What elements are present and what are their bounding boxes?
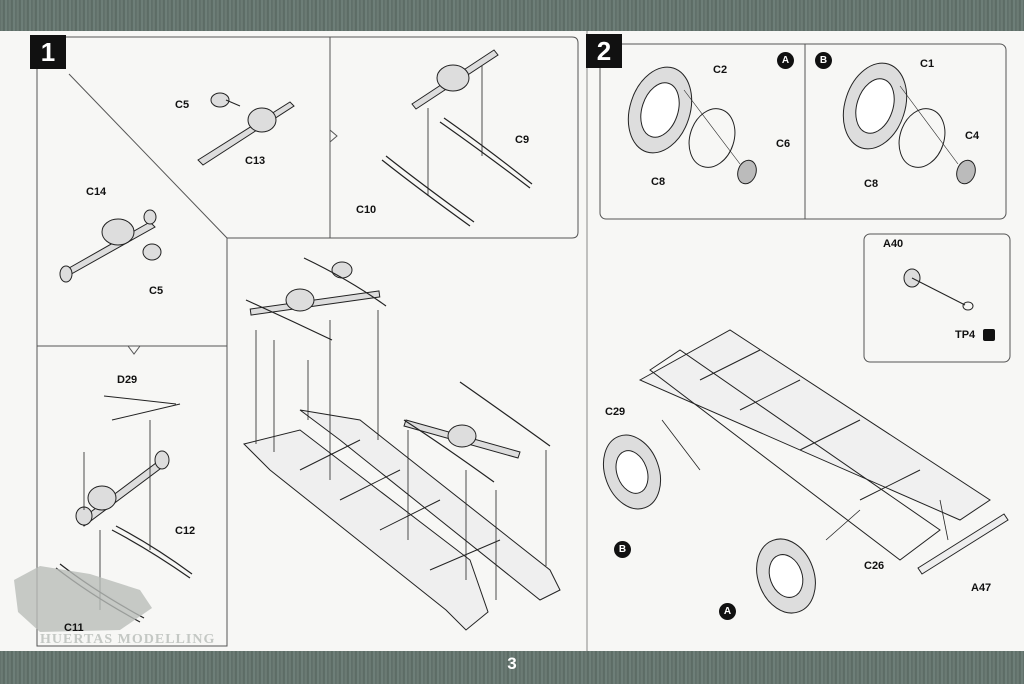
label-c10: C10 [356, 204, 377, 216]
label-c11: C11 [64, 622, 84, 634]
step2-wheel-panel-border [599, 43, 1007, 220]
step1-frame-guide-lines [255, 310, 547, 600]
glue-icon [983, 329, 995, 341]
step1-notch-right [329, 129, 338, 143]
label-c8-a: C8 [651, 176, 666, 188]
step1-notch [127, 345, 141, 355]
step1-frame-front-axle [403, 419, 521, 459]
step1-guide-lines-top [427, 66, 483, 196]
label-tp4: TP4 [955, 329, 976, 341]
step2-wheel-a-mounted [756, 538, 816, 614]
step-1-badge: 1 [30, 35, 66, 69]
page-number: 3 [507, 654, 517, 673]
label-c5-bottom: C5 [149, 285, 164, 297]
step2-chassis-frame [638, 329, 991, 561]
label-a40: A40 [883, 238, 904, 250]
step1-top-right-panel-border [330, 36, 579, 239]
step1-top-left-panel-border [36, 36, 331, 647]
label-d29: D29 [117, 374, 138, 386]
step2-wheel-b-mounted [602, 434, 662, 510]
step1-rear-axle-top [411, 49, 499, 110]
step2-wheel-b-parts [842, 62, 976, 185]
marker-a-wheel: A [719, 603, 736, 620]
label-c2: C2 [713, 64, 728, 76]
step2-wheel-a-parts [627, 66, 757, 185]
label-c8-b: C8 [864, 178, 879, 190]
step1-diagonal-divider [68, 73, 228, 239]
step1-frame-springs-lower [403, 381, 551, 483]
marker-b-panel: B [815, 52, 832, 69]
watermark-text: HUERTAS MODELLING [40, 632, 216, 647]
step1-leaf-springs-top [381, 117, 533, 227]
label-a47: A47 [971, 582, 992, 594]
step2-a40-part [903, 268, 974, 311]
label-c5-top: C5 [175, 99, 190, 111]
label-c13: C13 [245, 155, 266, 167]
step1-axle-c14 [59, 209, 162, 283]
step1-chassis-frame [243, 409, 561, 631]
step1-axle-c13 [197, 92, 295, 166]
label-c1: C1 [920, 58, 935, 70]
label-c12: C12 [175, 525, 196, 537]
step1-front-axle-assembly [75, 395, 181, 527]
step2-a47-bumper [917, 513, 1009, 575]
top-color-band [0, 0, 1024, 31]
step-2-badge: 2 [586, 34, 622, 68]
label-c29: C29 [605, 406, 626, 418]
label-c14: C14 [86, 186, 107, 198]
label-c9: C9 [515, 134, 530, 146]
bottom-color-band [0, 651, 1024, 684]
marker-b-wheel: B [614, 541, 631, 558]
step1-frame-springs-upper [245, 257, 387, 341]
step2-detail-panel-border [863, 233, 1011, 363]
step1-frame-rear-axle [249, 261, 381, 316]
label-c26: C26 [864, 560, 885, 572]
watermark-silhouette [14, 566, 152, 632]
marker-a-panel: A [777, 52, 794, 69]
label-c4: C4 [965, 130, 980, 142]
step2-guide-lines [661, 419, 949, 541]
label-c6: C6 [776, 138, 791, 150]
